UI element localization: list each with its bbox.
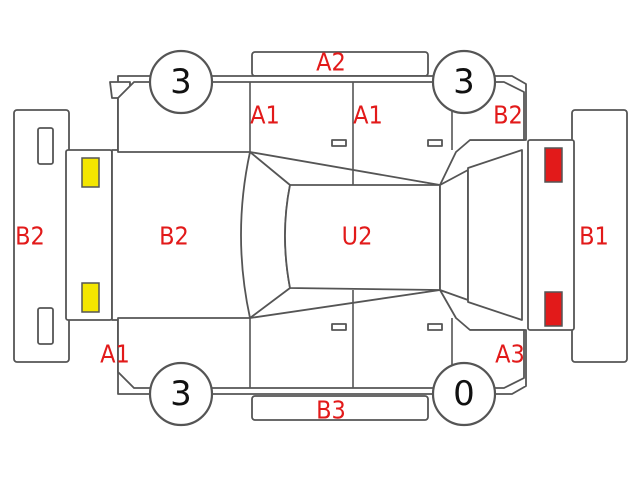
front-lamp-top <box>81 157 100 188</box>
code-hood: B2 <box>159 222 189 251</box>
wheel-rear-right-grade: 0 <box>453 374 475 414</box>
code-left-rear-quarter: B2 <box>493 101 523 130</box>
code-left-rear-door: A1 <box>353 101 383 130</box>
right-side-sill-panel <box>251 395 429 421</box>
code-left-front-door: A1 <box>250 101 280 130</box>
wheel-front-left-grade: 3 <box>170 62 192 102</box>
car-body <box>109 75 527 395</box>
trunk-lid <box>467 149 523 321</box>
door-handle <box>331 139 347 147</box>
rear-lamp-top <box>544 147 563 183</box>
door-handle <box>427 139 443 147</box>
wheel-front-left: 3 <box>148 49 214 115</box>
wheel-front-right-grade: 3 <box>170 374 192 414</box>
wheel-front-right: 3 <box>148 361 214 427</box>
front-lamp-bottom <box>81 282 100 313</box>
code-right-front-fender: A1 <box>100 340 130 369</box>
code-right-bumper-bottom: B3 <box>316 396 346 425</box>
rear-panel <box>527 139 575 331</box>
door-handle <box>331 323 347 331</box>
front-bumper-slot-top <box>37 127 54 165</box>
rear-window <box>439 169 469 301</box>
rear-lamp-bottom <box>544 291 563 327</box>
wheel-rear-left-grade: 3 <box>453 62 475 102</box>
front-bumper-slot-bottom <box>37 307 54 345</box>
wheel-rear-left: 3 <box>431 49 497 115</box>
front-grille <box>65 149 113 321</box>
code-left-bumper-top: A2 <box>316 48 346 77</box>
code-rear-bumper: B1 <box>579 222 609 251</box>
code-right-rear-quarter: A3 <box>495 340 525 369</box>
wheel-rear-right: 0 <box>431 361 497 427</box>
code-front-bumper: B2 <box>15 222 45 251</box>
door-handle <box>427 323 443 331</box>
code-roof: U2 <box>342 222 373 251</box>
roof <box>284 184 441 291</box>
